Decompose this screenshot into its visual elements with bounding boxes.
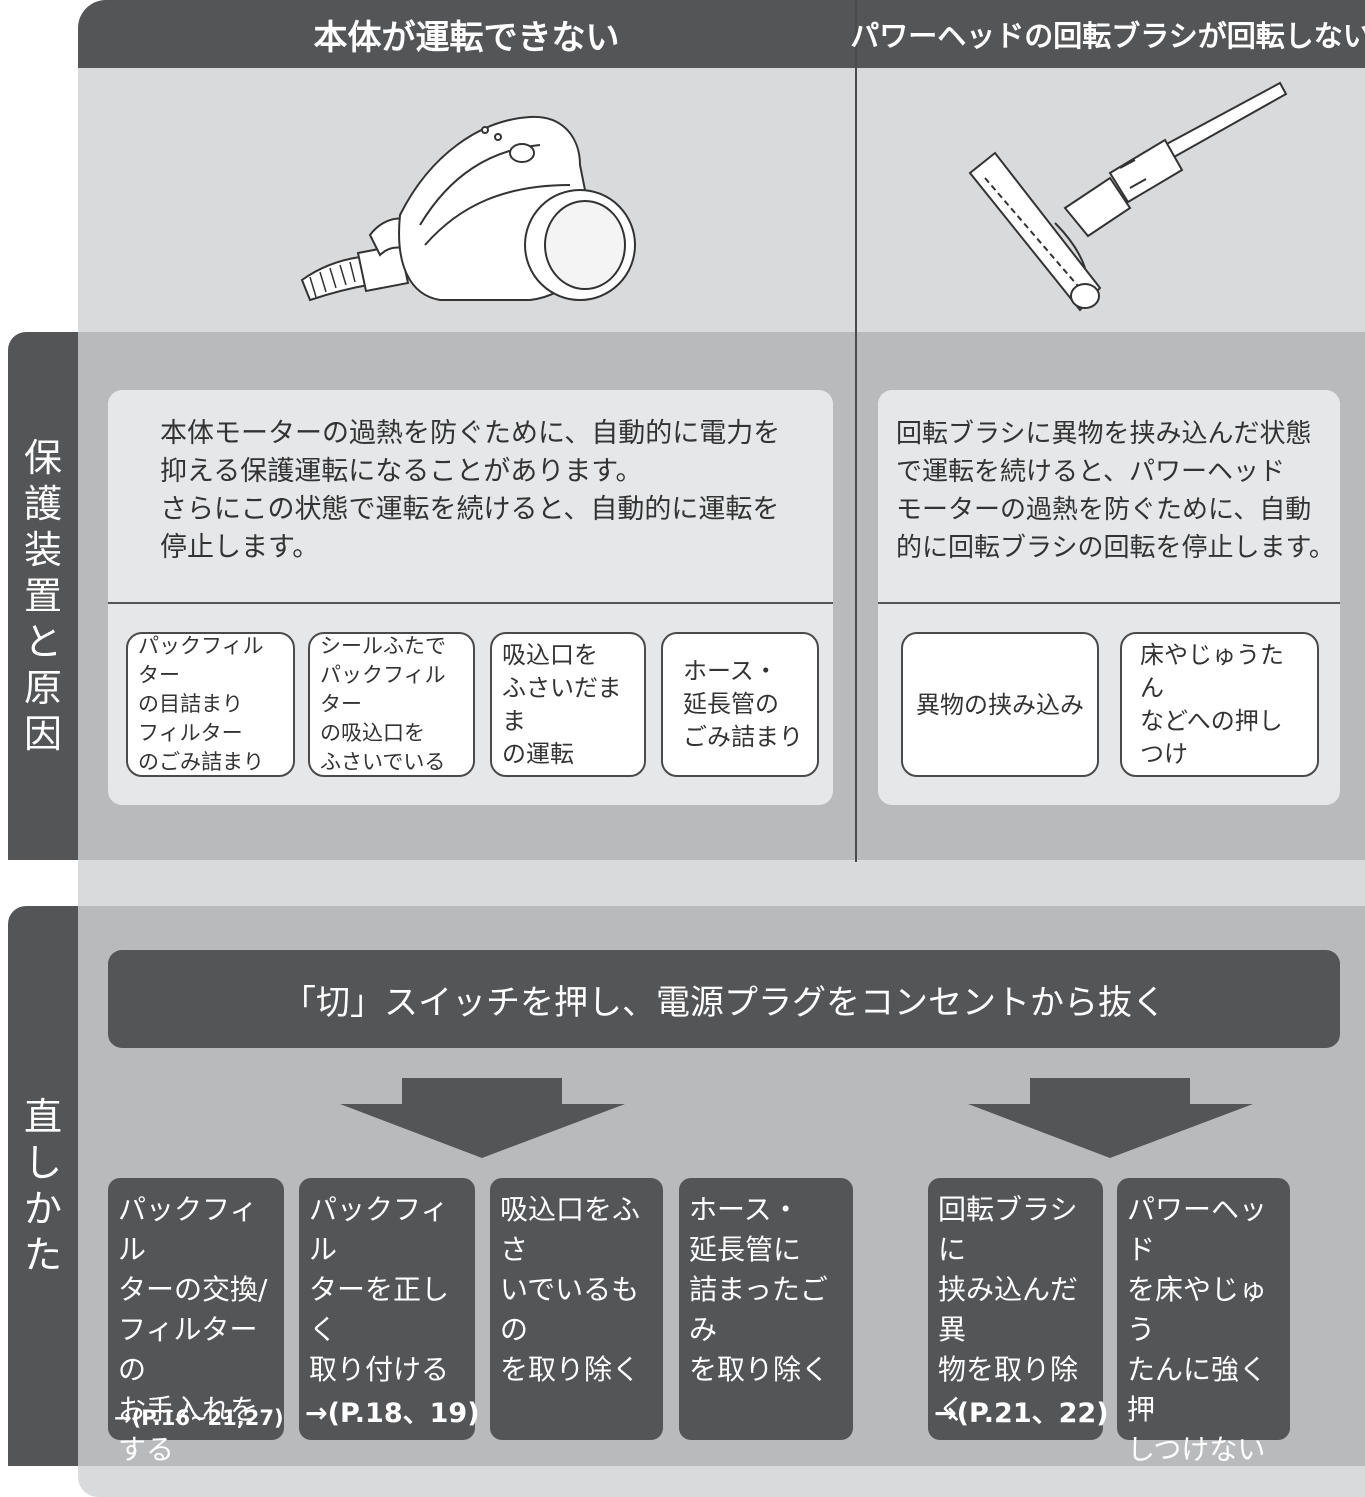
section-label-fix: 直 し か た (8, 906, 78, 1466)
column-divider (855, 0, 857, 862)
vacuum-cleaner-illustration (300, 115, 636, 302)
top-illustration-area (78, 68, 1365, 332)
unplug-instruction-banner: 「切」スイッチを押し、電源プラグをコンセントから抜く (108, 950, 1340, 1048)
left-panel-divider (108, 602, 833, 604)
cause-chip-foreign-object: 異物の挟み込み (901, 632, 1099, 777)
power-head-illustration (968, 81, 1288, 312)
cause-chip-seal-lid: シールふたで パックフィルター の吸込口を ふさいでいる (308, 632, 475, 777)
page-reference: →(P.18、19) (305, 1398, 480, 1429)
section-label-protection: 保 護 装 置 と 原 因 (8, 332, 78, 860)
cause-chip-pressed-on-floor: 床やじゅうたん などへの押し つけ (1120, 632, 1319, 777)
fix-box-remove-hose-dust: ホース・ 延長管に 詰まったごみ を取り除く (679, 1178, 853, 1440)
fix-box-remove-foreign-object: 回転ブラシに 挟み込んだ異 物を取り除く →(P.21、22) (928, 1178, 1109, 1440)
right-column-title: パワーヘッドの回転ブラシが回転しない (850, 19, 1365, 53)
left-column-title: 本体が運転できない (313, 17, 620, 58)
right-panel-divider (878, 602, 1340, 604)
arrow-down-left-icon (340, 1078, 625, 1158)
section-spacer (78, 860, 1365, 906)
fix-box-do-not-press-head: パワーヘッド を床やじゅう たんに強く押 しつけない (1117, 1178, 1290, 1466)
right-cause-description: 回転ブラシに異物を挟み込んだ状態 で運転を続けると、パワーヘッド モーターの過熱… (896, 419, 1335, 563)
left-cause-description: 本体モーターの過熱を防ぐために、自動的に電力を 抑える保護運転になることがありま… (160, 418, 781, 563)
cause-chip-pack-filter-clog: パックフィルター の目詰まり フィルター のごみ詰まり (126, 632, 295, 777)
arrow-down-right-icon (968, 1078, 1253, 1158)
cause-chip-inlet-blocked: 吸込口を ふさいだまま の運転 (490, 632, 646, 777)
page-reference: →(P.21、22) (934, 1398, 1109, 1429)
bottom-strip (78, 1466, 1365, 1497)
fix-box-remove-inlet-blockage: 吸込口をふさ いでいるもの を取り除く (490, 1178, 663, 1440)
cause-chip-hose-clog: ホース・ 延長管の ごみ詰まり (661, 632, 819, 777)
page-reference: →(P.16~21,27) (114, 1406, 284, 1430)
fix-box-attach-pack-filter: パックフィル ターを正しく 取り付ける →(P.18、19) (299, 1178, 480, 1440)
header-bar (78, 0, 1365, 68)
fix-box-replace-pack-filter: パックフィル ターの交換/ フィルターの お手入れを する →(P.16~21,… (108, 1178, 284, 1466)
